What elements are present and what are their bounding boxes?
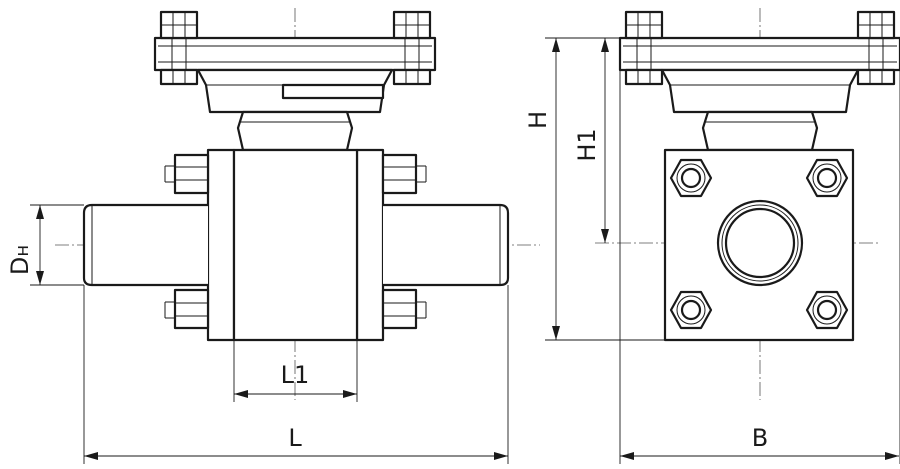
flange-bolt-upper-right [381, 153, 427, 195]
dim-body-length [233, 340, 358, 402]
side-bonnet [660, 68, 860, 114]
side-top-cover [618, 36, 900, 72]
side-bore-outer [716, 199, 804, 287]
label-width: B [752, 424, 768, 452]
valve-body [232, 148, 359, 342]
side-gland-collar [701, 110, 819, 152]
dim-length [83, 285, 509, 464]
side-cover-bolt-left [624, 10, 664, 86]
side-nut-lower-left [669, 290, 713, 330]
label-outer-diameter-sub: н [12, 245, 33, 257]
gland-collar [236, 110, 354, 152]
side-cover-bolt-right [856, 10, 896, 86]
flange-left [206, 148, 236, 342]
front-view [30, 8, 540, 464]
dim-outer-diameter [30, 204, 84, 286]
side-nut-upper-right [805, 158, 849, 198]
dim-height-to-axis [597, 37, 620, 243]
pipe-right [383, 203, 510, 287]
top-cover-plate [153, 36, 437, 72]
flange-bolt-lower-left [164, 288, 210, 330]
flange-bolt-upper-left [164, 153, 210, 195]
side-nut-upper-left [669, 158, 713, 198]
dim-height [545, 37, 665, 341]
side-view [545, 8, 900, 464]
label-body-length: L1 [281, 361, 310, 389]
label-length: L [288, 424, 302, 452]
label-outer-diameter: Dн [6, 245, 34, 275]
label-height: H [524, 111, 552, 129]
label-height-to-axis: H1 [573, 128, 601, 161]
dim-width [619, 70, 900, 464]
flange-right [355, 148, 385, 342]
cover-bolt-left [159, 10, 199, 86]
side-bore-inner [724, 207, 796, 279]
flange-bolt-lower-right [381, 288, 427, 330]
side-nut-lower-right [805, 290, 849, 330]
pipe-left [82, 203, 208, 287]
cover-bolt-right [392, 10, 432, 86]
